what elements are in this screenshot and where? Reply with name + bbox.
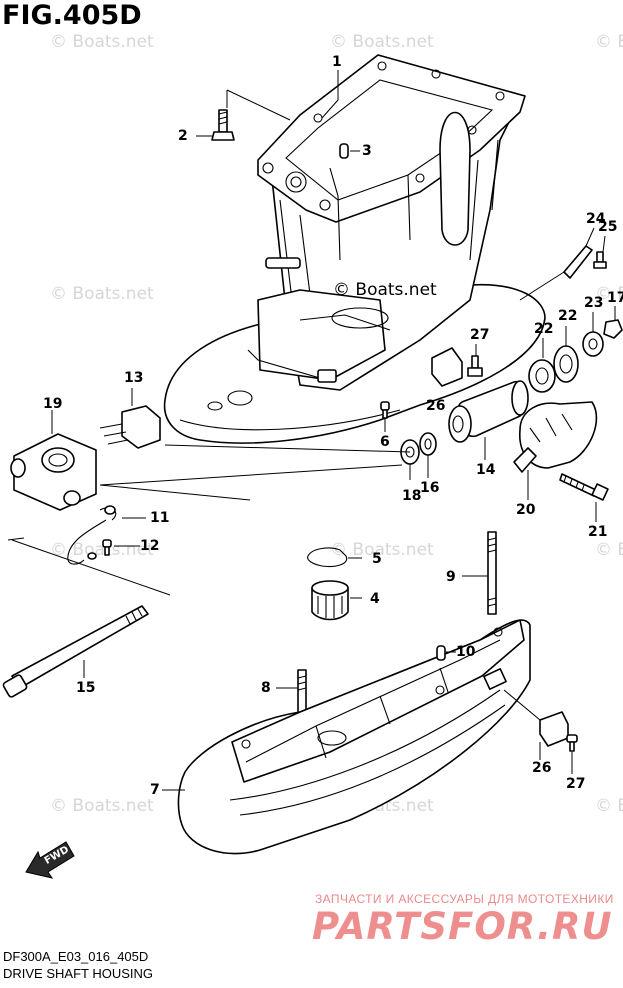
bolt-part-21 bbox=[559, 473, 609, 501]
clamp-part-11 bbox=[67, 505, 117, 565]
washer-part-22b bbox=[553, 345, 579, 383]
callout-10: 10 bbox=[456, 644, 476, 660]
figure-name: DRIVE SHAFT HOUSING bbox=[3, 966, 154, 981]
callout-21: 21 bbox=[588, 524, 608, 540]
stud-part-9 bbox=[487, 531, 497, 615]
washer-part-16 bbox=[419, 432, 437, 456]
callout-20: 20 bbox=[516, 502, 536, 518]
callout-19: 19 bbox=[43, 396, 63, 412]
bracket-part-20 bbox=[513, 401, 598, 473]
callout-4: 4 bbox=[370, 591, 380, 607]
callout-13: 13 bbox=[124, 370, 144, 386]
callout-26a: 26 bbox=[426, 398, 446, 414]
bushing-part-14 bbox=[448, 380, 529, 443]
watermark: © Boats.net bbox=[595, 284, 623, 304]
washer-part-22 bbox=[528, 359, 556, 393]
clip-part-5 bbox=[307, 547, 348, 568]
extension-case-part-7 bbox=[177, 619, 531, 855]
watermark: © Boats.net bbox=[50, 32, 154, 52]
drive-shaft-housing-part bbox=[163, 54, 546, 444]
callout-16: 16 bbox=[420, 480, 440, 496]
screw-part-25 bbox=[593, 251, 607, 269]
block-part-19 bbox=[10, 433, 97, 511]
callout-27b: 27 bbox=[566, 776, 586, 792]
watermark: © Boats.net bbox=[595, 32, 623, 52]
screw-part-12 bbox=[87, 539, 112, 560]
nut-part-17 bbox=[603, 319, 623, 339]
callout-3: 3 bbox=[362, 143, 372, 159]
callout-25: 25 bbox=[598, 219, 618, 235]
watermark: © Boats.net bbox=[50, 284, 154, 304]
watermark-strong: © Boats.net bbox=[333, 280, 437, 300]
callout-9: 9 bbox=[446, 569, 456, 585]
figure-title: FIG.405D bbox=[2, 0, 142, 31]
screw-part-6 bbox=[380, 401, 390, 419]
watermark: © Boats.net bbox=[330, 540, 434, 560]
callout-2: 2 bbox=[178, 128, 188, 144]
shop-tagline: ЗАПЧАСТИ И АКСЕССУАРЫ ДЛЯ МОТОТЕХНИКИ bbox=[315, 892, 614, 906]
dowel-part-10 bbox=[436, 645, 446, 661]
watermark: © Boats.net bbox=[595, 540, 623, 560]
watermark: © Boats.net bbox=[50, 796, 154, 816]
callout-5: 5 bbox=[372, 551, 382, 567]
callout-26b: 26 bbox=[532, 760, 552, 776]
callout-12: 12 bbox=[140, 538, 160, 554]
block-part-26 bbox=[431, 347, 463, 387]
bush-part-4 bbox=[311, 580, 349, 621]
callout-8: 8 bbox=[261, 680, 271, 696]
block-part-26-lower bbox=[539, 711, 569, 747]
model-code: DF300A_E03_016_405D bbox=[3, 949, 149, 964]
callout-15: 15 bbox=[76, 680, 96, 696]
watermark: © Boats.net bbox=[595, 796, 623, 816]
fwd-arrow-icon bbox=[25, 841, 75, 879]
watermark: © Boats.net bbox=[330, 32, 434, 52]
callout-17: 17 bbox=[607, 290, 623, 306]
callout-7: 7 bbox=[150, 782, 160, 798]
rod-part-15 bbox=[2, 605, 149, 698]
callout-1: 1 bbox=[332, 54, 342, 70]
callout-14: 14 bbox=[476, 462, 496, 478]
screw-part-27-lower bbox=[566, 734, 578, 752]
callout-24: 24 bbox=[586, 211, 606, 227]
dowel-pin-part-3 bbox=[339, 143, 349, 159]
callout-27a: 27 bbox=[470, 327, 490, 343]
watermark: © Boats.net bbox=[50, 540, 154, 560]
connector-part-13 bbox=[99, 405, 161, 449]
clip-part-24 bbox=[563, 245, 593, 279]
callout-23: 23 bbox=[584, 295, 604, 311]
bolt-part-2 bbox=[211, 109, 235, 141]
washer-part-23 bbox=[582, 331, 604, 357]
shop-logo: PARTSFOR.RU bbox=[312, 905, 613, 948]
screw-part-27 bbox=[467, 355, 483, 377]
callout-6: 6 bbox=[380, 434, 390, 450]
callout-22b: 22 bbox=[558, 308, 578, 324]
callout-11: 11 bbox=[150, 510, 170, 526]
callout-22a: 22 bbox=[534, 321, 554, 337]
callout-18: 18 bbox=[402, 488, 422, 504]
